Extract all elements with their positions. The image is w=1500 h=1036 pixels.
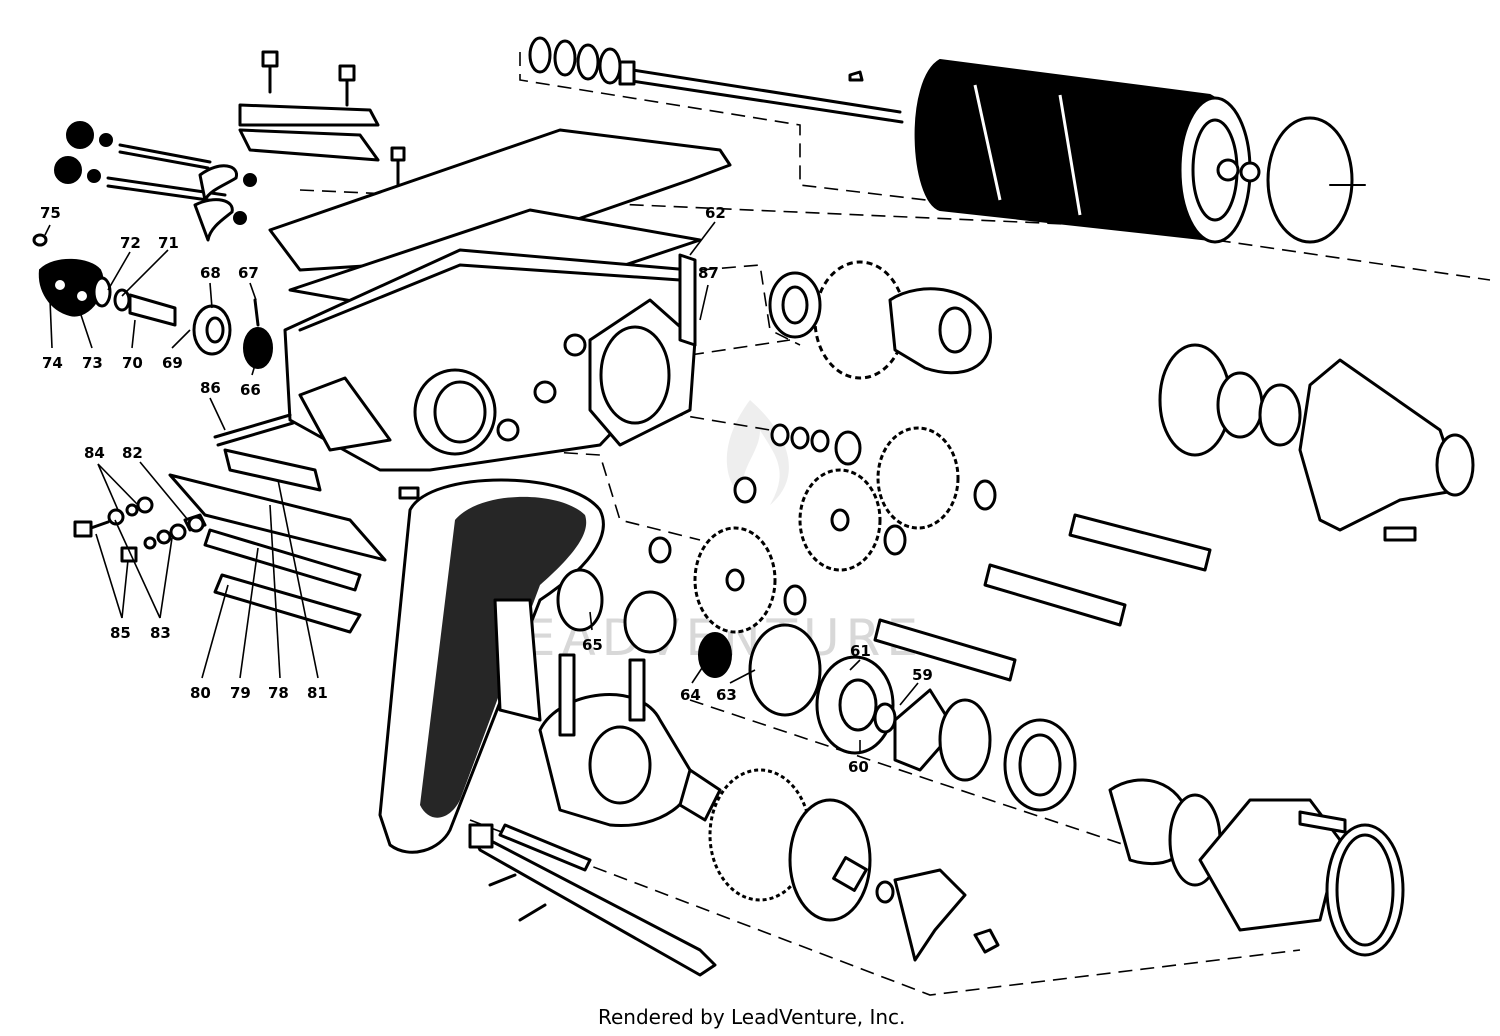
footer-credit: Rendered by LeadVenture, Inc. <box>598 1005 905 1029</box>
part-label-83: 83 <box>150 624 171 642</box>
shift-assembly-left <box>54 121 257 242</box>
part-label-61: 61 <box>850 642 871 660</box>
part-label-68: 68 <box>200 264 221 282</box>
gear-train <box>648 260 1475 682</box>
part-label-59: 59 <box>912 666 933 684</box>
part-label-70: 70 <box>122 354 143 372</box>
part-label-71: 71 <box>158 234 179 252</box>
chain-case <box>378 478 605 854</box>
part-label-81: 81 <box>307 684 328 702</box>
part-label-80: 80 <box>190 684 211 702</box>
part-label-79: 79 <box>230 684 251 702</box>
part-label-66: 66 <box>240 381 261 399</box>
part-label-72: 72 <box>120 234 141 252</box>
part-label-75: 75 <box>40 204 61 222</box>
part-label-78: 78 <box>268 684 289 702</box>
part-label-82: 82 <box>122 444 143 462</box>
part-label-86: 86 <box>200 379 221 397</box>
part-label-87: 87 <box>698 264 719 282</box>
assembly-axis-lines <box>299 52 1491 996</box>
part-label-69: 69 <box>162 354 183 372</box>
pinion-assembly-left <box>32 233 273 369</box>
roller-drum <box>528 36 1366 244</box>
part-label-65: 65 <box>582 636 603 654</box>
gearbox-housing <box>283 248 697 472</box>
part-label-63: 63 <box>716 686 737 704</box>
part-label-85: 85 <box>110 624 131 642</box>
part-label-64: 64 <box>680 686 701 704</box>
part-label-84: 84 <box>84 444 105 462</box>
part-label-73: 73 <box>82 354 103 372</box>
clutch-assembly <box>468 568 1405 977</box>
part-label-67: 67 <box>238 264 259 282</box>
leader-lines <box>44 221 919 752</box>
lower-left-brackets <box>73 413 420 634</box>
part-labels: 75 72 71 68 67 62 87 74 73 70 69 66 86 8… <box>40 204 933 776</box>
part-label-60: 60 <box>848 758 869 776</box>
part-label-62: 62 <box>705 204 726 222</box>
part-label-74: 74 <box>42 354 63 372</box>
